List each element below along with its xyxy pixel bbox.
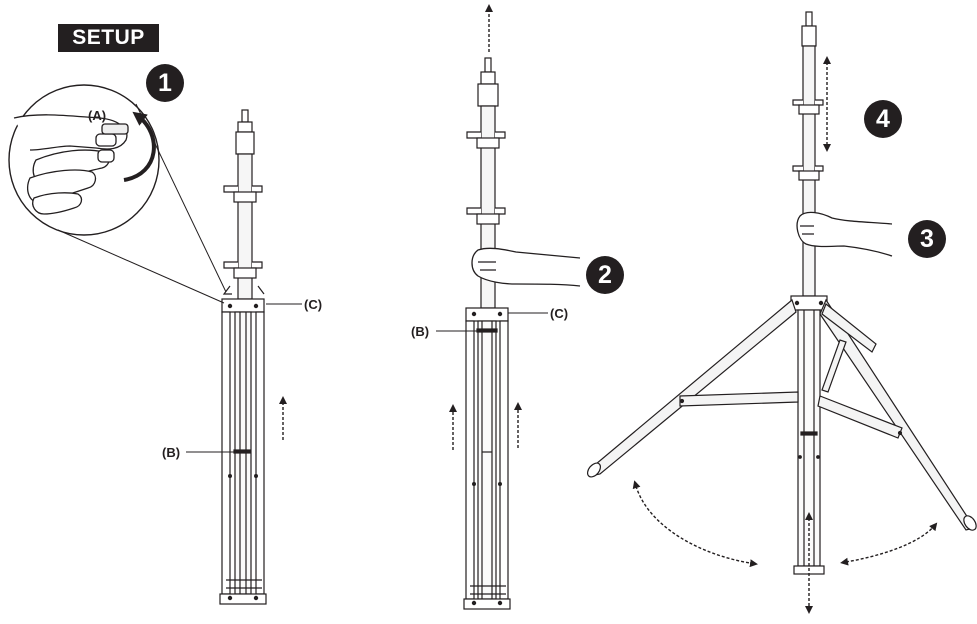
stand-3 (586, 11, 977, 575)
label-c-stand-2: (C) (550, 306, 569, 321)
step-2-badge: 2 (586, 256, 624, 294)
label-b-stand-2: (B) (411, 324, 430, 339)
hand-3 (796, 211, 893, 257)
label-c-stand-1: (C) (304, 297, 323, 312)
label-a: (A) (88, 108, 107, 123)
hand-2 (471, 247, 581, 287)
setup-badge: SETUP (58, 24, 159, 52)
stand-1-leaders (186, 303, 302, 453)
stand-1 (219, 109, 267, 605)
stand-2-leaders (436, 312, 548, 332)
hand-detail (13, 114, 129, 215)
page-title: SETUP (72, 26, 145, 49)
stand-2 (463, 57, 511, 610)
label-b-stand-1: (B) (162, 445, 181, 460)
step-3-badge: 3 (908, 220, 946, 258)
step-1-badge: 1 (146, 64, 184, 102)
double-arrow-icon (840, 522, 938, 566)
double-arrow-icon (632, 480, 758, 568)
step-4-badge: 4 (864, 100, 902, 138)
rotate-arrow-icon (123, 111, 156, 182)
detail-circle (8, 84, 227, 304)
